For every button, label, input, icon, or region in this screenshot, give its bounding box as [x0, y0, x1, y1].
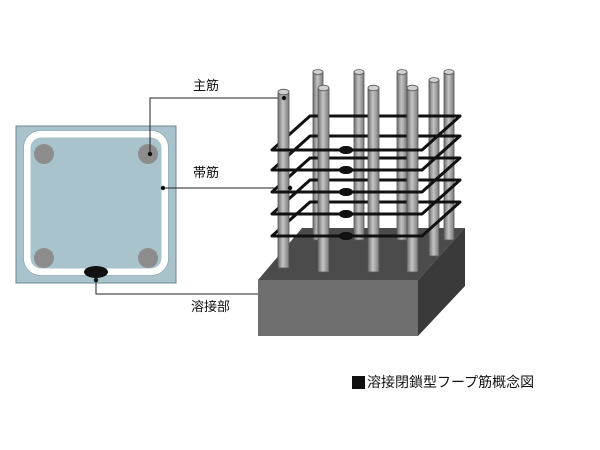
diagram-caption: 溶接閉鎖型フープ筋概念図	[352, 372, 534, 392]
column-cross-section	[15, 125, 177, 284]
weld-label: 溶接部	[191, 300, 231, 315]
section-main-bar	[138, 248, 158, 268]
square-bullet-icon	[352, 375, 365, 389]
main-rebar-label: 主筋	[193, 79, 220, 94]
rebar-front-row	[277, 84, 419, 273]
hoop-label: 帯筋	[193, 166, 220, 181]
caption-text: 溶接閉鎖型フープ筋概念図	[367, 375, 535, 391]
section-main-bar	[34, 144, 54, 164]
foundation-block	[258, 228, 465, 336]
section-main-bar	[34, 248, 54, 268]
section-weld	[84, 266, 108, 278]
hoop-welds-front	[339, 146, 353, 240]
